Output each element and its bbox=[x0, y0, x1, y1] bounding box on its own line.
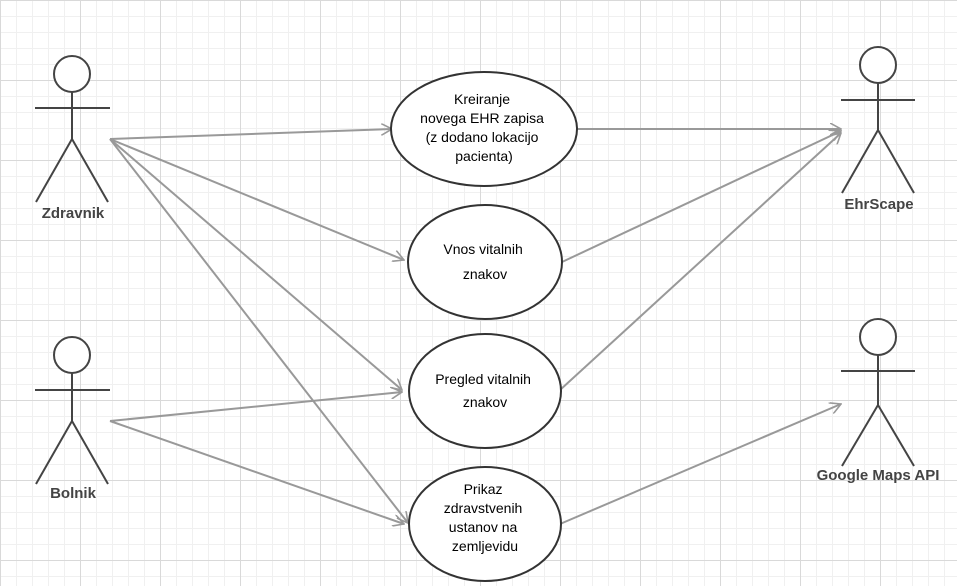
actor-label-ehrscape: EhrScape bbox=[844, 196, 913, 213]
use-case-line: Prikaz bbox=[464, 481, 503, 497]
actor-head bbox=[53, 55, 91, 93]
use-case-line: novega EHR zapisa bbox=[420, 110, 544, 126]
actor-label-bolnik: Bolnik bbox=[50, 485, 96, 502]
actor-head bbox=[859, 318, 897, 356]
use-case-enter-vitals: Vnos vitalnih znakov bbox=[407, 204, 563, 320]
use-case-show-facilities-label: Prikaz zdravstvenih ustanov na zemljevid… bbox=[444, 481, 526, 554]
connector-bolnik-view bbox=[109, 392, 402, 422]
use-case-show-facilities: Prikaz zdravstvenih ustanov na zemljevid… bbox=[408, 466, 562, 582]
use-case-line: (z dodano lokacijo bbox=[426, 129, 539, 145]
use-case-line: ustanov na bbox=[449, 519, 518, 535]
use-case-line: Kreiranje bbox=[454, 91, 510, 107]
use-case-enter-vitals-label: Vnos vitalnih znakov bbox=[443, 241, 526, 282]
actor-bolnik bbox=[35, 336, 110, 485]
actor-google-maps bbox=[841, 318, 915, 467]
use-case-create-ehr-label: Kreiranje novega EHR zapisa (z dodano lo… bbox=[420, 91, 548, 164]
use-case-line: Vnos vitalnih bbox=[443, 241, 522, 257]
actor-head bbox=[53, 336, 91, 374]
use-case-line: znakov bbox=[463, 266, 507, 282]
use-case-line: pacienta) bbox=[455, 148, 513, 164]
connector-zdravnik-enter bbox=[109, 138, 404, 260]
connector-enter-ehrscape bbox=[561, 131, 841, 263]
actor-label-google-maps: Google Maps API bbox=[817, 467, 940, 484]
use-case-line: znakov bbox=[463, 394, 507, 410]
actor-ehrscape bbox=[841, 46, 915, 194]
use-case-line: zemljevidu bbox=[452, 538, 518, 554]
actor-zdravnik bbox=[35, 55, 110, 203]
connector-zdravnik-create bbox=[109, 129, 392, 140]
connector-zdravnik-view bbox=[109, 138, 402, 390]
connector-bolnik-show bbox=[109, 420, 404, 524]
actor-head bbox=[859, 46, 897, 84]
connector-zdravnik-show bbox=[109, 138, 408, 523]
use-case-line: Pregled vitalnih bbox=[435, 371, 531, 387]
actor-label-zdravnik: Zdravnik bbox=[42, 205, 105, 222]
connector-show-googlemaps bbox=[559, 404, 841, 525]
use-case-view-vitals-label: Pregled vitalnih znakov bbox=[435, 371, 535, 410]
use-case-view-vitals: Pregled vitalnih znakov bbox=[408, 333, 562, 449]
connectors bbox=[109, 129, 841, 525]
connector-view-ehrscape bbox=[559, 133, 841, 391]
use-case-line: zdravstvenih bbox=[444, 500, 523, 516]
use-case-create-ehr: Kreiranje novega EHR zapisa (z dodano lo… bbox=[390, 71, 578, 187]
